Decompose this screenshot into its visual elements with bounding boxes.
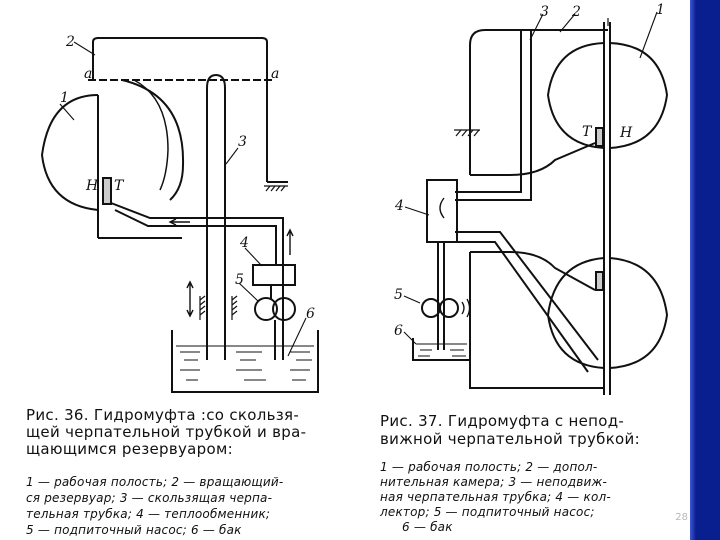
reservoir-top-wall: [92, 37, 268, 80]
fig37-label-2: 2: [571, 4, 581, 20]
outflow-channel-top: [110, 202, 225, 219]
fig37-title-line-1: Рис. 37. Гидромуфта с непод-: [380, 412, 625, 430]
fig36-label-n: Н: [85, 178, 99, 194]
page-number: 28: [675, 512, 688, 523]
outflow-channel-bottom: [114, 209, 225, 227]
fig37-caption-title: Рис. 37. Гидромуфта с непод- вижной черп…: [380, 414, 640, 450]
leaders-36: [59, 41, 307, 357]
fig36-title-line-2: щей черпательной трубкой и вра-: [26, 423, 307, 441]
chamber-top: [469, 29, 608, 175]
crescent-inner: [133, 79, 169, 191]
fig37-title-line-2: вижной черпательной трубкой:: [380, 430, 640, 448]
hub-upper: [470, 142, 596, 176]
pump-motion-marks: [461, 298, 471, 318]
fig37-body-line-3: ная черпательная трубка; 4 — кол-: [380, 490, 611, 504]
hatch-mid: [231, 295, 238, 320]
pump-right-rotor: [272, 297, 296, 321]
fig36-label-2: 2: [65, 34, 75, 50]
fig36-label-5: 5: [235, 272, 244, 288]
fig37-body-line-1: 1 — рабочая полость; 2 — допол-: [380, 460, 598, 474]
tank-37-liquid: [416, 343, 467, 357]
fig37-body-line-4: лектор; 5 — подпиточный насос;: [380, 505, 595, 519]
lower-cavity-right: [609, 257, 669, 369]
fig37-caption-body: 1 — рабочая полость; 2 — допол- нительна…: [380, 461, 611, 536]
upper-cavity-right: [609, 42, 669, 149]
scoop-tube-upper-a: [455, 30, 522, 193]
scoop-tube-lower-a: [455, 231, 599, 361]
fig36-body-line-1: 1 — рабочая полость; 2 — вращающий-: [26, 475, 284, 489]
fig37-label-1: 1: [656, 2, 665, 18]
fig36-label-6: 6: [306, 306, 315, 322]
fig37-label-3: 3: [540, 4, 549, 20]
blade-n: [102, 177, 112, 205]
fig37-body-line-2: нительная камера; 3 — неподвиж-: [380, 475, 608, 489]
tank: [171, 330, 319, 393]
pump-left-rotor: [254, 297, 278, 321]
return-pipe-outer: [225, 217, 284, 360]
fig36-body-line-2: ся резервуар; 3 — скользящая черпа-: [26, 491, 273, 505]
fig36-title-line-3: щающимся резервуаром:: [26, 440, 233, 458]
up-arrow-right: [286, 228, 294, 255]
hatch-right: [264, 185, 288, 192]
pump37-right: [439, 298, 459, 318]
blade-t-lower: [595, 271, 604, 291]
fig36-caption-body: 1 — рабочая полость; 2 — вращающий- ся р…: [26, 476, 283, 540]
hatch-left: [199, 295, 206, 320]
fig36-body-line-3: тельная трубка; 4 — теплообменник;: [26, 507, 271, 521]
hatch-37: [454, 129, 480, 137]
upper-cavity-left: [546, 42, 605, 149]
fig37-label-4: 4: [394, 198, 404, 214]
right-decorative-band: [690, 0, 720, 540]
fig37-body-line-5: 6 — бак: [402, 520, 453, 534]
return-pipe-inner: [225, 225, 277, 265]
fig36-title-line-1: Рис. 36. Гидромуфта :со скользя-: [26, 406, 300, 424]
fig36-label-a-right: a: [271, 66, 279, 82]
working-cavity: [40, 94, 99, 211]
collector-swirl: [439, 197, 445, 219]
flow-arrow: [168, 218, 190, 226]
blade-t: [595, 127, 604, 147]
slide-arrow: [186, 280, 194, 318]
fig36-caption-title: Рис. 36. Гидромуфта :со скользя- щей чер…: [26, 408, 306, 459]
fig37-label-6: 6: [394, 323, 403, 339]
fig37-label-n: Н: [619, 125, 633, 141]
fig36-label-1: 1: [60, 90, 69, 106]
fig36-body-line-4: 5 — подпиточный насос; 6 — бак: [26, 523, 242, 537]
chamber-bottom: [469, 252, 604, 389]
fig36-label-3: 3: [238, 134, 247, 150]
tank-37: [412, 338, 471, 361]
tank-liquid: [176, 345, 314, 381]
leaders-37: [403, 11, 658, 345]
fig36-label-t: Т: [114, 178, 125, 194]
fig36-label-4: 4: [239, 235, 249, 251]
scoop-tube: [206, 73, 226, 360]
figure-37-diagram: 3 2 1 4 5 6 Т Н: [394, 2, 669, 395]
scoop-tube-upper-b: [455, 30, 532, 201]
fig36-label-a-left: a: [84, 66, 92, 82]
heat-exchanger: [252, 264, 296, 286]
fig37-label-t: Т: [582, 124, 593, 140]
collector: [426, 179, 458, 243]
scoop-tube-lower-b: [455, 241, 589, 373]
band-highlight: [690, 0, 696, 540]
fig37-label-5: 5: [394, 287, 403, 303]
hub-lower: [470, 251, 596, 291]
figure-36-diagram: 2 1 3 4 5 6 a a Н Т: [40, 34, 319, 393]
